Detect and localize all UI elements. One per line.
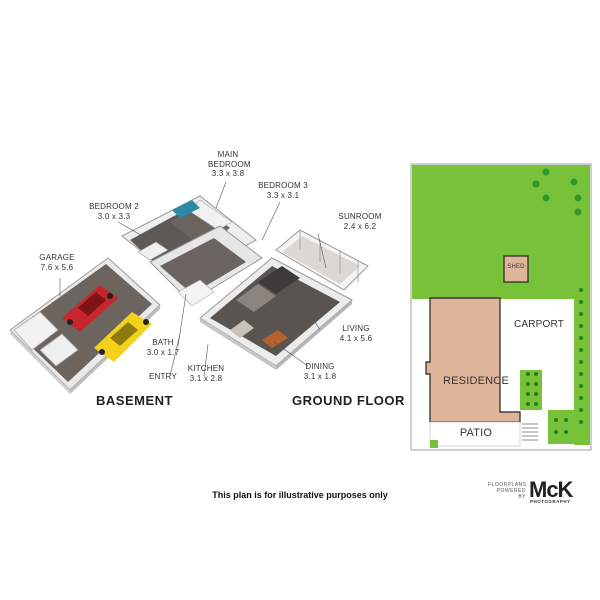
label-bath: BATH 3.0 x 1.7 bbox=[142, 338, 184, 357]
sunroom-name: SUNROOM bbox=[338, 212, 382, 221]
garage-name: GARAGE bbox=[39, 253, 75, 262]
brand-mark: McK bbox=[529, 477, 573, 502]
ground-floor-title: GROUND FLOOR bbox=[292, 393, 405, 408]
sunroom-dim: 2.4 x 6.2 bbox=[343, 221, 377, 231]
bath-dim: 3.0 x 1.7 bbox=[146, 347, 180, 357]
label-kitchen: KITCHEN 3.1 x 2.8 bbox=[186, 364, 226, 383]
brand-logo: FLOORPLANS POWERED BY McK PHOTOGRAPHY bbox=[488, 477, 588, 506]
brand-line1: FLOORPLANS bbox=[488, 482, 527, 488]
label-dining: DINING 3.1 x 1.8 bbox=[300, 362, 340, 381]
label-sunroom: SUNROOM 2.4 x 6.2 bbox=[332, 212, 388, 231]
red-car bbox=[62, 285, 118, 332]
brand-line2: POWERED BY bbox=[496, 488, 526, 500]
ground-floor-plan bbox=[121, 195, 369, 370]
label-bedroom-2: BEDROOM 2 3.0 x 3.3 bbox=[84, 202, 144, 221]
label-main-bedroom: MAIN BEDROOM 3.3 x 3.8 bbox=[200, 150, 256, 179]
kitchen-name: KITCHEN bbox=[187, 364, 225, 373]
lawn-area bbox=[412, 165, 590, 299]
trees bbox=[532, 168, 582, 216]
basement-plan bbox=[9, 257, 161, 394]
disclaimer-text: This plan is for illustrative purposes o… bbox=[212, 490, 388, 500]
site-plan bbox=[410, 163, 592, 451]
shed-label: SHED bbox=[507, 264, 525, 270]
label-garage: GARAGE 7.6 x 5.6 bbox=[30, 253, 84, 272]
carport-label: CARPORT bbox=[513, 319, 565, 330]
label-entry: ENTRY bbox=[146, 372, 180, 382]
main-bedroom-name: MAIN BEDROOM bbox=[208, 150, 251, 169]
hedge-dots bbox=[526, 288, 583, 434]
bath-name: BATH bbox=[152, 338, 174, 347]
bedroom2-name: BEDROOM 2 bbox=[89, 202, 139, 211]
brand-sub: PHOTOGRAPHY bbox=[530, 499, 571, 504]
shed bbox=[503, 255, 529, 283]
dining-dim: 3.1 x 1.8 bbox=[303, 371, 337, 381]
patio-label: PATIO bbox=[459, 427, 493, 439]
yellow-car bbox=[94, 312, 152, 362]
kitchen-dim: 3.1 x 2.8 bbox=[189, 373, 223, 383]
steps bbox=[522, 423, 538, 441]
label-living: LIVING 4.1 x 5.6 bbox=[336, 324, 376, 343]
bedroom2-dim: 3.0 x 3.3 bbox=[97, 211, 131, 221]
basement-title: BASEMENT bbox=[96, 393, 173, 408]
label-leaders bbox=[59, 181, 327, 377]
bedroom3-name: BEDROOM 3 bbox=[258, 181, 308, 190]
living-dim: 4.1 x 5.6 bbox=[339, 333, 373, 343]
label-bedroom-3: BEDROOM 3 3.3 x 3.1 bbox=[252, 181, 314, 200]
residence-label: RESIDENCE bbox=[443, 375, 509, 387]
garage-dim: 7.6 x 5.6 bbox=[40, 262, 74, 272]
living-name: LIVING bbox=[342, 324, 370, 333]
entry-name: ENTRY bbox=[149, 372, 177, 381]
dining-name: DINING bbox=[305, 362, 335, 371]
brand-tagline: FLOORPLANS POWERED BY bbox=[488, 482, 526, 500]
main-bedroom-dim: 3.3 x 3.8 bbox=[211, 169, 245, 178]
bedroom3-dim: 3.3 x 3.1 bbox=[266, 190, 300, 200]
